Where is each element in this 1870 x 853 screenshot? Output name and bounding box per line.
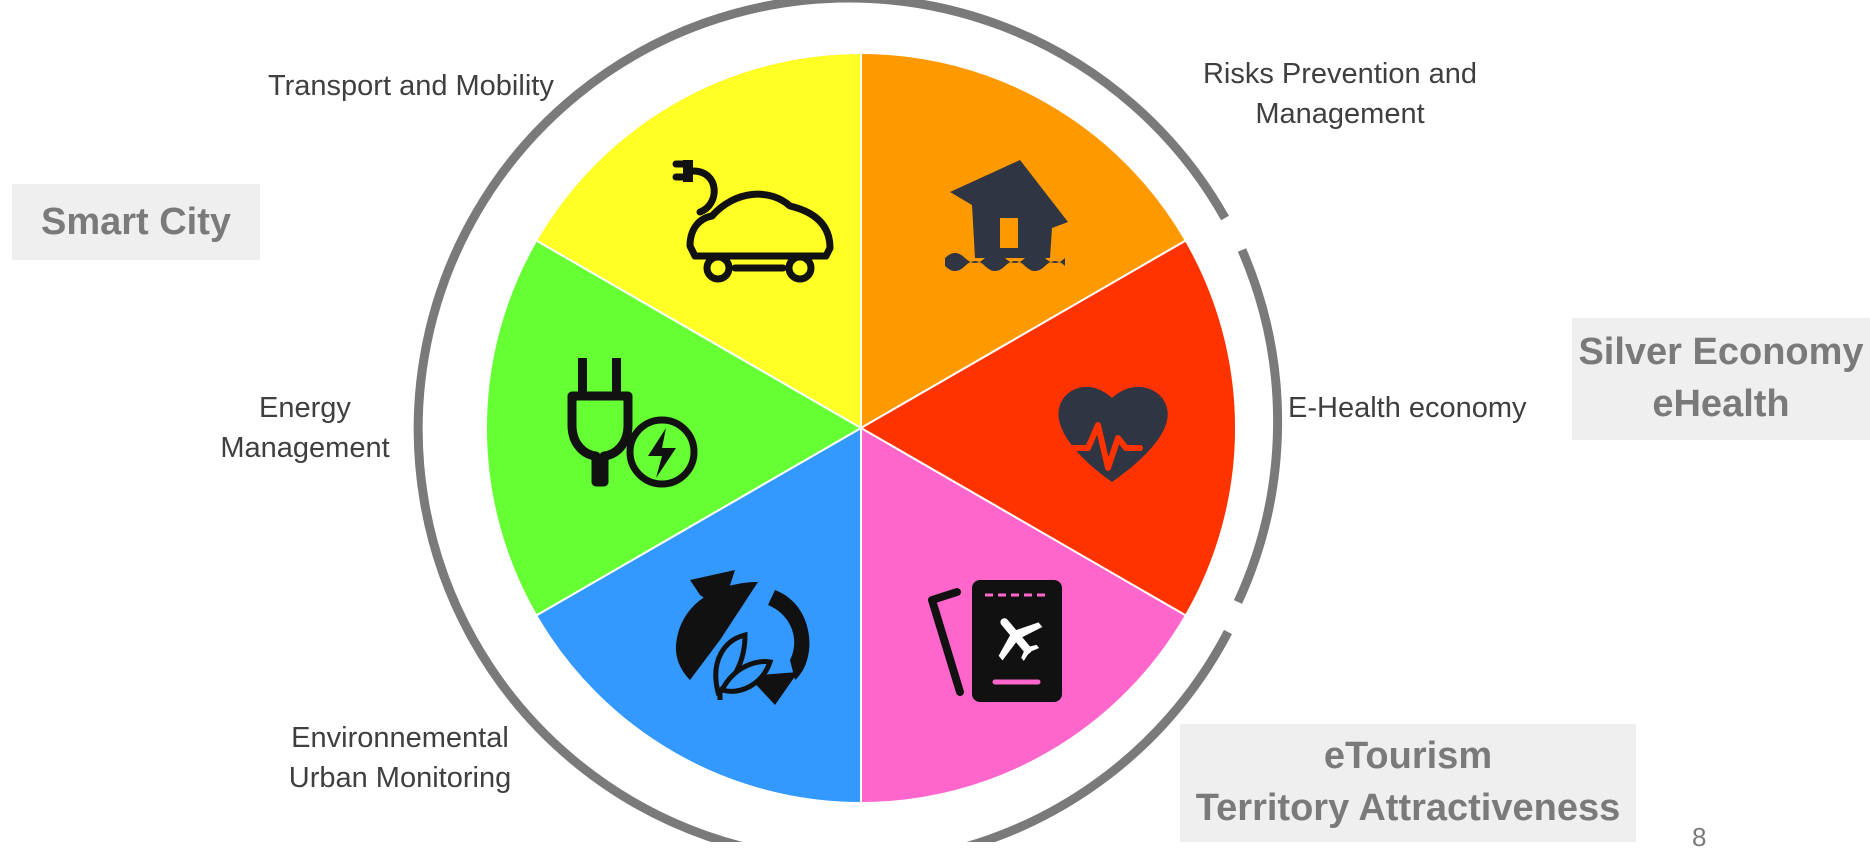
ring-arc-silver-economy [1233, 248, 1283, 604]
sector-ehealth [858, 239, 1237, 617]
category-silver-economy: Silver Economy eHealth [1572, 318, 1870, 440]
flooded-house-icon [945, 160, 1068, 271]
label-environment: Environnemental Urban Monitoring [265, 718, 535, 798]
outer-ring [413, 0, 1283, 842]
label-environment-line-1: Environnemental [291, 722, 509, 754]
category-etourism: eTourism Territory Attractiveness [1180, 724, 1636, 842]
label-transport: Transport and Mobility [268, 66, 554, 106]
label-risks: Risks Prevention and Management [1180, 54, 1500, 134]
label-transport-line-1: Transport and Mobility [268, 70, 554, 102]
plug-lightning-icon [567, 358, 698, 488]
category-etourism-line-1: eTourism [1323, 735, 1493, 777]
label-risks-line-1: Risks Prevention and [1202, 58, 1478, 90]
heart-pulse-icon [1047, 386, 1168, 482]
category-etourism-line-2: Territory Attractiveness [1195, 787, 1621, 829]
label-risks-line-2: Management [1255, 98, 1425, 130]
sector-transport [534, 51, 862, 430]
passport-plane-icon [928, 580, 1062, 702]
label-energy-line-2: Management [220, 432, 390, 464]
category-silver-economy-line-2: eHealth [1652, 383, 1790, 425]
category-silver-economy-line-1: Silver Economy [1578, 331, 1864, 373]
page-number: 8 [1692, 822, 1707, 852]
category-smart-city: Smart City [12, 184, 260, 260]
eco-recycle-icon [675, 570, 810, 705]
ring-arc-etourism [966, 629, 1232, 842]
label-environment-line-2: Urban Monitoring [288, 762, 512, 794]
ring-arc-smart-city [413, 0, 1229, 842]
label-energy-line-1: Energy [259, 392, 351, 424]
category-smart-city-line-1: Smart City [40, 201, 232, 243]
label-energy: Energy Management [200, 388, 410, 468]
label-ehealth: E-Health economy [1288, 388, 1527, 428]
label-ehealth-line-1: E-Health economy [1288, 392, 1527, 424]
electric-car-icon [672, 160, 834, 283]
